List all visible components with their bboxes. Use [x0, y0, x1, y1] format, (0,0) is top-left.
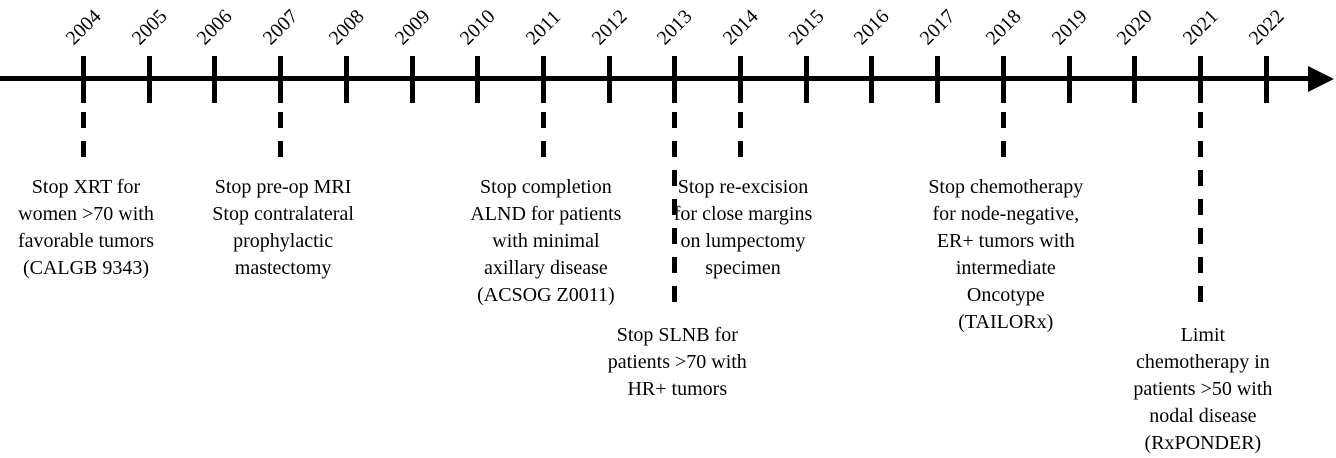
- event-annotation: Stop XRT for women >70 with favorable tu…: [17, 176, 155, 279]
- year-tick: [409, 56, 415, 103]
- year-label: 2010: [455, 5, 500, 50]
- year-label: 2014: [718, 5, 763, 50]
- year-tick: [81, 56, 86, 103]
- year-label: 2017: [915, 5, 960, 50]
- event-connector-line: [738, 112, 743, 162]
- year-tick: [343, 56, 349, 103]
- year-label: 2008: [324, 5, 369, 50]
- year-label: 2019: [1047, 5, 1092, 50]
- year-label: 2005: [127, 5, 172, 50]
- year-tick: [146, 56, 152, 103]
- year-label: 2004: [61, 5, 106, 50]
- year-tick: [1263, 56, 1269, 103]
- arrow-right-icon: [1308, 66, 1334, 92]
- year-tick: [869, 56, 875, 103]
- year-label: 2007: [258, 5, 303, 50]
- year-tick: [672, 56, 678, 103]
- year-tick: [1000, 56, 1006, 103]
- year-label: 2018: [981, 5, 1026, 50]
- year-tick: [738, 56, 743, 103]
- year-tick: [1197, 56, 1203, 103]
- year-tick: [1132, 56, 1138, 103]
- event-annotation: Stop pre-op MRI Stop contralateral proph…: [212, 176, 354, 279]
- event-annotation: Stop completion ALND for patients with m…: [470, 176, 622, 306]
- event-connector-line: [1000, 112, 1006, 162]
- event-connector-line: [672, 112, 678, 312]
- event-connector-line: [540, 112, 546, 162]
- event-connector-line: [1197, 112, 1203, 312]
- event-connector-line: [81, 112, 86, 162]
- event-annotation: Stop re-excision for close margins on lu…: [673, 176, 813, 279]
- year-tick: [212, 56, 218, 103]
- year-tick: [475, 56, 481, 103]
- year-label: 2020: [1112, 5, 1157, 50]
- year-label: 2006: [193, 5, 237, 50]
- year-tick: [803, 56, 809, 103]
- year-label: 2015: [784, 5, 829, 50]
- event-annotation: Stop chemotherapy for node-negative, ER+…: [928, 176, 1084, 333]
- year-tick: [278, 56, 284, 103]
- year-tick: [935, 56, 941, 103]
- year-label: 2016: [850, 5, 894, 50]
- year-label: 2011: [521, 5, 565, 50]
- year-tick: [540, 56, 546, 103]
- year-tick: [1066, 56, 1072, 103]
- year-label: 2009: [390, 5, 435, 50]
- year-label: 2012: [587, 5, 632, 50]
- year-label: 2013: [653, 5, 697, 50]
- year-tick: [606, 56, 612, 103]
- year-label: 2021: [1178, 5, 1223, 50]
- timeline-axis: [0, 76, 1312, 81]
- year-label: 2022: [1244, 5, 1289, 50]
- event-annotation: Limit chemotherapy in patients >50 with …: [1133, 324, 1273, 454]
- event-connector-line: [278, 112, 284, 162]
- event-annotation: Stop SLNB for patients >70 with HR+ tumo…: [607, 324, 747, 400]
